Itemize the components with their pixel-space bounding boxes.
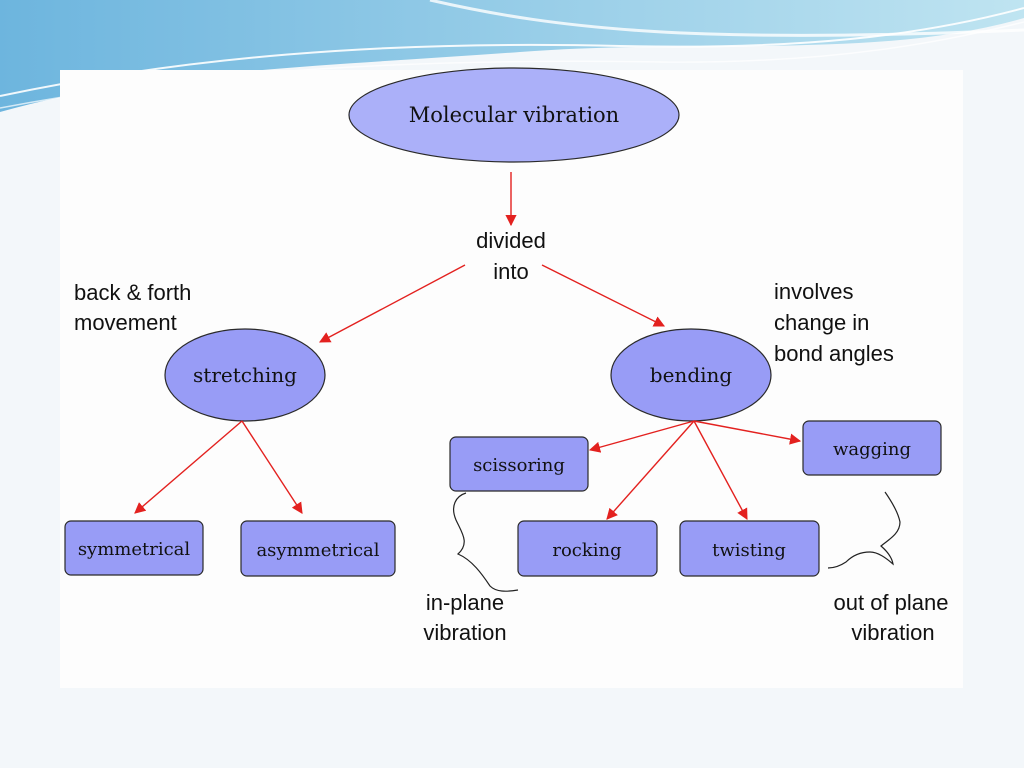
bending-note-line-3: bond angles bbox=[774, 341, 894, 366]
bending-node bbox=[610, 328, 772, 422]
arrow-to-asymmetrical bbox=[241, 420, 303, 514]
out-of-plane-line-1: out of plane bbox=[834, 590, 949, 615]
rocking-label: rocking bbox=[552, 540, 621, 561]
arrow-to-bending bbox=[541, 264, 666, 327]
bending-note-line-2: change in bbox=[774, 310, 869, 335]
twisting-node bbox=[679, 520, 820, 577]
root-label: Molecular vibration bbox=[409, 103, 619, 127]
bending-note-line-1: involves bbox=[774, 279, 853, 304]
connector-line-1: divided bbox=[476, 228, 546, 253]
arrow-to-rocking bbox=[606, 420, 695, 520]
out-of-plane-line-2: vibration bbox=[851, 620, 934, 645]
stretching-label: stretching bbox=[193, 363, 297, 387]
arrow-to-twisting bbox=[693, 420, 748, 520]
arrow-to-symmetrical bbox=[134, 420, 243, 514]
connector-line-2: into bbox=[493, 259, 528, 284]
bending-label: bending bbox=[650, 363, 733, 387]
wagging-node bbox=[802, 420, 942, 476]
in-plane-brace bbox=[453, 492, 519, 592]
asymmetrical-node bbox=[240, 520, 396, 577]
arrow-to-scissoring bbox=[588, 420, 695, 453]
asymmetrical-label: asymmetrical bbox=[256, 540, 379, 561]
in-plane-line-2: vibration bbox=[423, 620, 506, 645]
stretching-node bbox=[164, 328, 326, 422]
stretching-note-line-2: movement bbox=[74, 310, 177, 335]
wagging-label: wagging bbox=[833, 439, 911, 460]
twisting-label: twisting bbox=[712, 540, 786, 561]
in-plane-line-1: in-plane bbox=[426, 590, 504, 615]
scissoring-label: scissoring bbox=[473, 455, 565, 476]
root-node bbox=[348, 67, 680, 163]
scissoring-node bbox=[449, 436, 589, 492]
arrow-to-wagging bbox=[693, 420, 802, 445]
rocking-node bbox=[517, 520, 658, 577]
out-of-plane-brace bbox=[827, 491, 901, 569]
arrow-to-stretching bbox=[319, 264, 466, 343]
header-wave bbox=[0, 0, 1024, 112]
stretching-note-line-1: back & forth bbox=[74, 280, 191, 305]
symmetrical-node bbox=[64, 520, 204, 576]
symmetrical-label: symmetrical bbox=[78, 539, 191, 560]
